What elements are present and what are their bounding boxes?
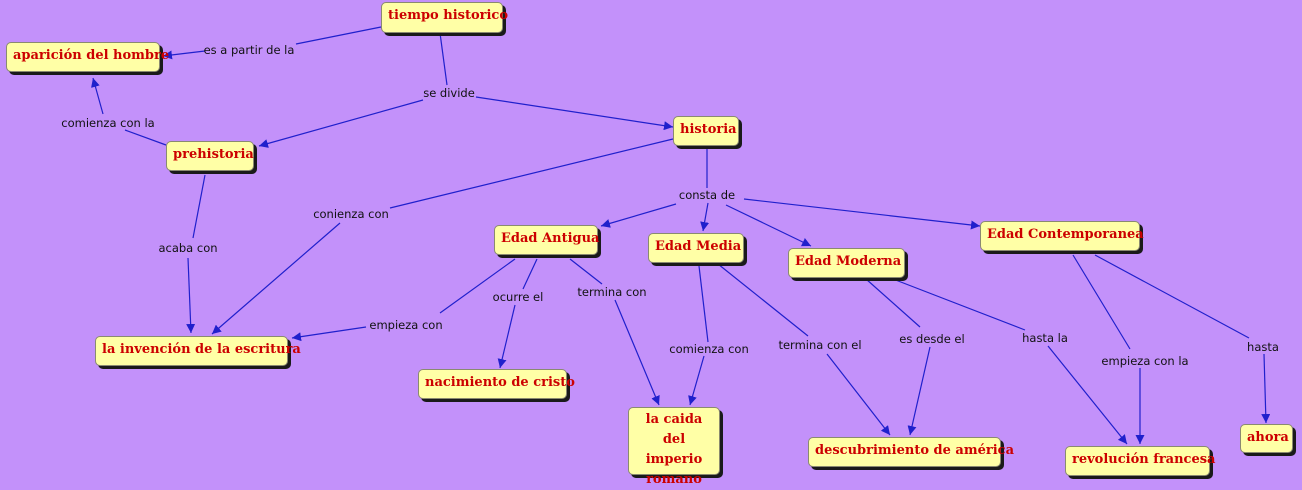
link-label-conienza-con: conienza con [313,207,389,221]
edge-comienza-caida [688,355,705,406]
concept-aparicion-del-hombre[interactable]: aparición del hombre [6,42,169,72]
edge-ocurre-nacimiento [497,304,516,369]
edge-terminael-descubrimiento [826,353,891,436]
concept-edad-moderna[interactable]: Edad Moderna [788,248,905,278]
concept-edad-media[interactable]: Edad Media [648,233,744,263]
edge-prehistoria-comienza [124,129,167,146]
link-label-se-divide: se divide [423,86,475,100]
edge-acaba-invencion [186,257,196,334]
edge-media-comienza [698,265,709,343]
edge-empieza-invencion [291,326,367,342]
edge-comienza-aparicion [91,77,104,115]
edge-contemporanea-hasta [1094,254,1250,339]
edge-sedivide-prehistoria [258,99,424,148]
concept-revolucion-francesa[interactable]: revolución francesa [1065,446,1215,476]
link-label-empieza-con: empieza con [369,318,443,332]
concept-edad-antigua[interactable]: Edad Antigua [494,225,599,255]
edge-tiempo-espartir [295,26,382,45]
edge-antigua-termina [569,258,603,285]
edge-sedivide-historia [475,96,674,131]
edge-conienza-invencion [211,222,341,335]
edge-antigua-ocurre [522,258,538,290]
edge-esdesde-descubrimiento [907,346,931,436]
link-label-hasta: hasta [1247,340,1279,354]
link-label-empieza-con-la: empieza con la [1101,354,1189,368]
link-label-es-a-partir: es a partir de la [203,43,295,57]
concept-edad-contemporanea[interactable]: Edad Contemporanea [980,221,1144,251]
edge-moderna-esdesde [865,278,921,328]
edge-contemporanea-empiezala [1072,254,1131,350]
concept-nacimiento-de-cristo[interactable]: nacimiento de cristo [418,369,575,399]
edge-termina-caida [614,299,660,406]
edge-media-terminael [717,263,809,337]
link-label-comienza-con: comienza con [669,342,749,356]
link-label-acaba-con: acaba con [158,241,218,255]
concept-la-invencion-de-la-escritura[interactable]: la invención de la escritura [95,336,301,366]
link-label-comienza-con-la: comienza con la [61,116,155,130]
edge-hastala-revolucion [1047,345,1128,445]
concept-ahora[interactable]: ahora [1240,424,1293,453]
edge-antigua-empieza [439,258,516,314]
link-label-hasta-la: hasta la [1022,331,1068,345]
concept-la-caida-del-imperio-romano[interactable]: la caida del imperio romano [628,407,720,487]
edge-constade-moderna [725,204,812,247]
link-label-termina-con: termina con [577,285,647,299]
edge-constade-media [700,202,710,232]
edge-moderna-hastala [892,278,1026,331]
concept-historia[interactable]: historia [673,116,739,146]
link-label-consta-de: consta de [678,188,736,202]
edge-historia-conienza [389,138,674,209]
concept-prehistoria[interactable]: prehistoria [166,141,254,171]
edge-prehistoria-acaba [192,174,206,239]
edge-hasta-ahora [1261,353,1271,424]
concept-tiempo-historico[interactable]: tiempo historico [381,2,508,33]
link-label-ocurre-el: ocurre el [492,290,544,304]
concept-descubrimiento-de-america[interactable]: descubrimiento de américa [808,437,1014,467]
edge-espartir-aparicion [162,50,206,60]
link-label-es-desde-el: es desde el [899,332,965,346]
link-label-termina-con-el: termina con el [778,338,862,352]
edge-constade-antigua [600,203,677,228]
edge-tiempo-sedivide [439,32,448,86]
edge-constade-contemporanea [743,198,981,230]
